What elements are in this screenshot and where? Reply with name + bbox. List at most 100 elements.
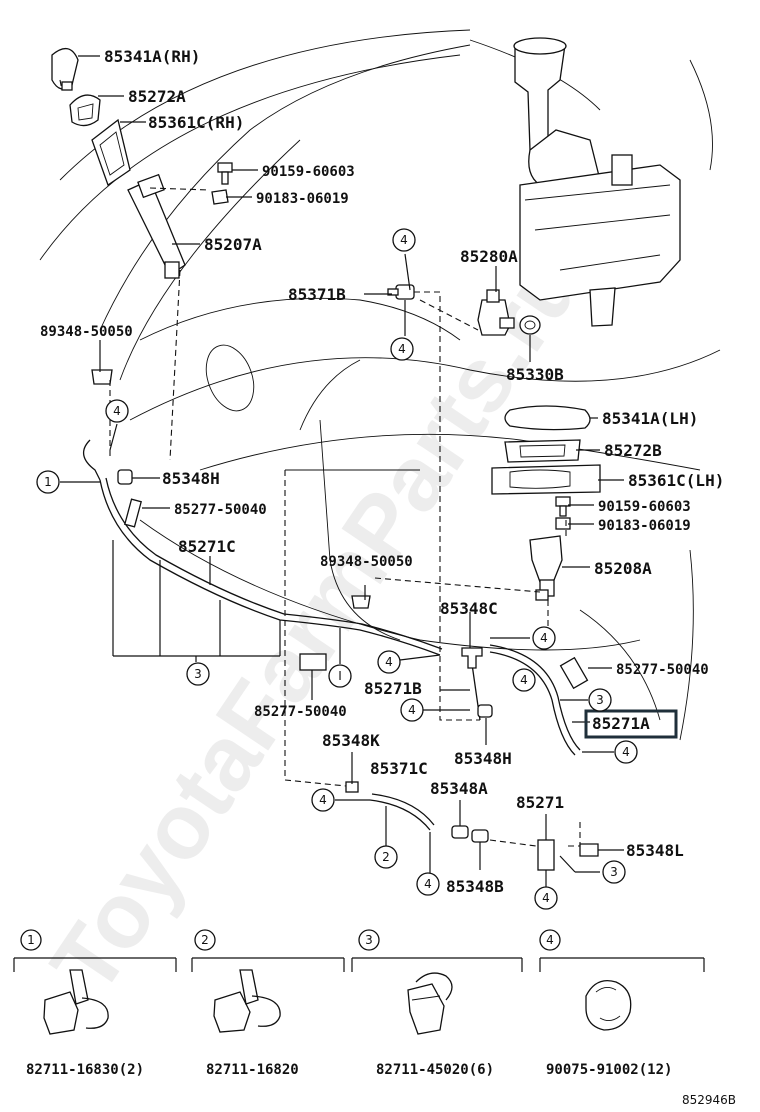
clip-callouts: 4 4 4 1 3 I 4 4 4 4 3 4 4 2 4 3 4 <box>36 228 638 910</box>
svg-text:4: 4 <box>520 673 528 687</box>
callout-4: 4 <box>105 399 129 423</box>
nut-right <box>555 517 571 530</box>
svg-text:4: 4 <box>398 342 406 356</box>
joint-85277-right <box>559 656 589 690</box>
svg-text:3: 3 <box>194 667 202 681</box>
callout-2: 2 <box>374 845 398 869</box>
washer-pump <box>477 289 515 336</box>
label-85271C: 85271C <box>178 537 236 556</box>
label-85348C: 85348C <box>440 599 498 618</box>
washer-tank <box>513 37 681 327</box>
joint-85348A <box>451 825 469 839</box>
clip-type-1-drawing <box>43 969 109 1035</box>
label-85272A: 85272A <box>128 87 186 106</box>
callout-4: 4 <box>532 626 556 650</box>
label-85348H-left: 85348H <box>162 469 220 488</box>
label-85277-right: 85277-50040 <box>616 662 709 678</box>
clip-type-4-drawing <box>585 979 632 1031</box>
callout-4: 4 <box>377 650 401 674</box>
label-90159-right: 90159-60603 <box>598 499 691 515</box>
hose-85371C <box>369 793 435 831</box>
joint-85348L <box>579 843 599 857</box>
label-85272B: 85272B <box>604 441 662 460</box>
callout-1: 1 <box>36 470 60 494</box>
svg-text:4: 4 <box>542 891 550 905</box>
hose-clip-upper <box>91 369 113 385</box>
tee-connector-85348C <box>461 647 483 669</box>
svg-text:1: 1 <box>44 475 52 489</box>
nut-top <box>211 189 229 205</box>
left-washer-nozzle-actuator <box>127 173 186 279</box>
label-90159-top: 90159-60603 <box>262 164 355 180</box>
svg-text:1: 1 <box>27 933 35 947</box>
label-85271: 85271 <box>516 793 564 812</box>
label-90183-right: 90183-06019 <box>598 518 691 534</box>
joint-85277-left <box>124 498 142 528</box>
label-85371B: 85371B <box>288 285 346 304</box>
label-85277-left: 85277-50040 <box>174 502 267 518</box>
label-85348A: 85348A <box>430 779 488 798</box>
label-85271B: 85271B <box>364 679 422 698</box>
svg-text:4: 4 <box>319 793 327 807</box>
svg-text:3: 3 <box>365 933 373 947</box>
callout-4: 4 <box>311 788 335 812</box>
label-85361C-RH: 85361C(RH) <box>148 113 244 132</box>
right-washer-bracket <box>491 464 601 495</box>
label-85330B: 85330B <box>506 365 564 384</box>
svg-text:3: 3 <box>596 693 604 707</box>
joint-85277-bottom <box>299 653 327 671</box>
svg-text:4: 4 <box>622 745 630 759</box>
svg-text:4: 4 <box>540 631 548 645</box>
callout-3: 3 <box>186 662 210 686</box>
joint-85348H-bottom <box>477 704 493 718</box>
part-labels: 85341A(RH) 85272A 85361C(RH) 90159-60603… <box>40 47 724 896</box>
legend-part-3: 82711-45020(6) <box>376 1062 494 1078</box>
callout-4: 4 <box>534 886 558 910</box>
left-washer-cover <box>51 48 79 91</box>
right-washer-seal <box>504 439 581 463</box>
label-85208A: 85208A <box>594 559 652 578</box>
svg-text:2: 2 <box>201 933 209 947</box>
label-90183-top: 90183-06019 <box>256 191 349 207</box>
callout-4: 4 <box>392 228 416 252</box>
right-washer-nozzle-actuator <box>529 535 563 601</box>
clip-type-2-drawing <box>213 969 281 1033</box>
label-85341A-RH: 85341A(RH) <box>104 47 200 66</box>
svg-text:4: 4 <box>546 933 554 947</box>
clip-legend: 1 2 3 4 82711-16830(2) 82711-16820 82711… <box>13 929 705 1078</box>
legend-part-1: 82711-16830(2) <box>26 1062 144 1078</box>
svg-text:3: 3 <box>610 865 618 879</box>
joint-85348B <box>471 829 489 843</box>
left-washer-bracket <box>91 118 131 187</box>
label-85277-bottom: 85277-50040 <box>254 704 347 720</box>
label-89348-top: 89348-50050 <box>40 324 133 340</box>
callout-4: 4 <box>614 740 638 764</box>
callout-4: 4 <box>416 872 440 896</box>
clip-type-3-drawing <box>407 972 453 1035</box>
callout-4: 4 <box>400 698 424 722</box>
label-85348H-bottom: 85348H <box>454 749 512 768</box>
hose-85271C <box>83 439 443 656</box>
callout-4: 4 <box>512 668 536 692</box>
legend-part-2: 82711-16820 <box>206 1062 299 1078</box>
svg-text:4: 4 <box>408 703 416 717</box>
svg-text:4: 4 <box>385 655 393 669</box>
callout-roman-1: I <box>328 664 352 688</box>
bolt-top <box>217 162 233 185</box>
label-85348L: 85348L <box>626 841 684 860</box>
diagram-reference-id: 852946B <box>682 1093 736 1107</box>
left-washer-seal <box>69 94 101 127</box>
svg-text:4: 4 <box>400 233 408 247</box>
hose-85271-short <box>537 839 555 871</box>
label-85361C-LH: 85361C(LH) <box>628 471 724 490</box>
highlighted-part-frame <box>584 709 678 739</box>
vehicle-front-outline <box>39 29 721 741</box>
watermark-text: ToyotaFarmParts.ru <box>32 235 602 1011</box>
legend-marker-4: 4 <box>539 929 561 951</box>
svg-text:2: 2 <box>382 850 390 864</box>
callout-3: 3 <box>588 688 612 712</box>
joint-85348H-left <box>117 469 133 485</box>
label-85371C: 85371C <box>370 759 428 778</box>
legend-marker-3: 3 <box>358 929 380 951</box>
